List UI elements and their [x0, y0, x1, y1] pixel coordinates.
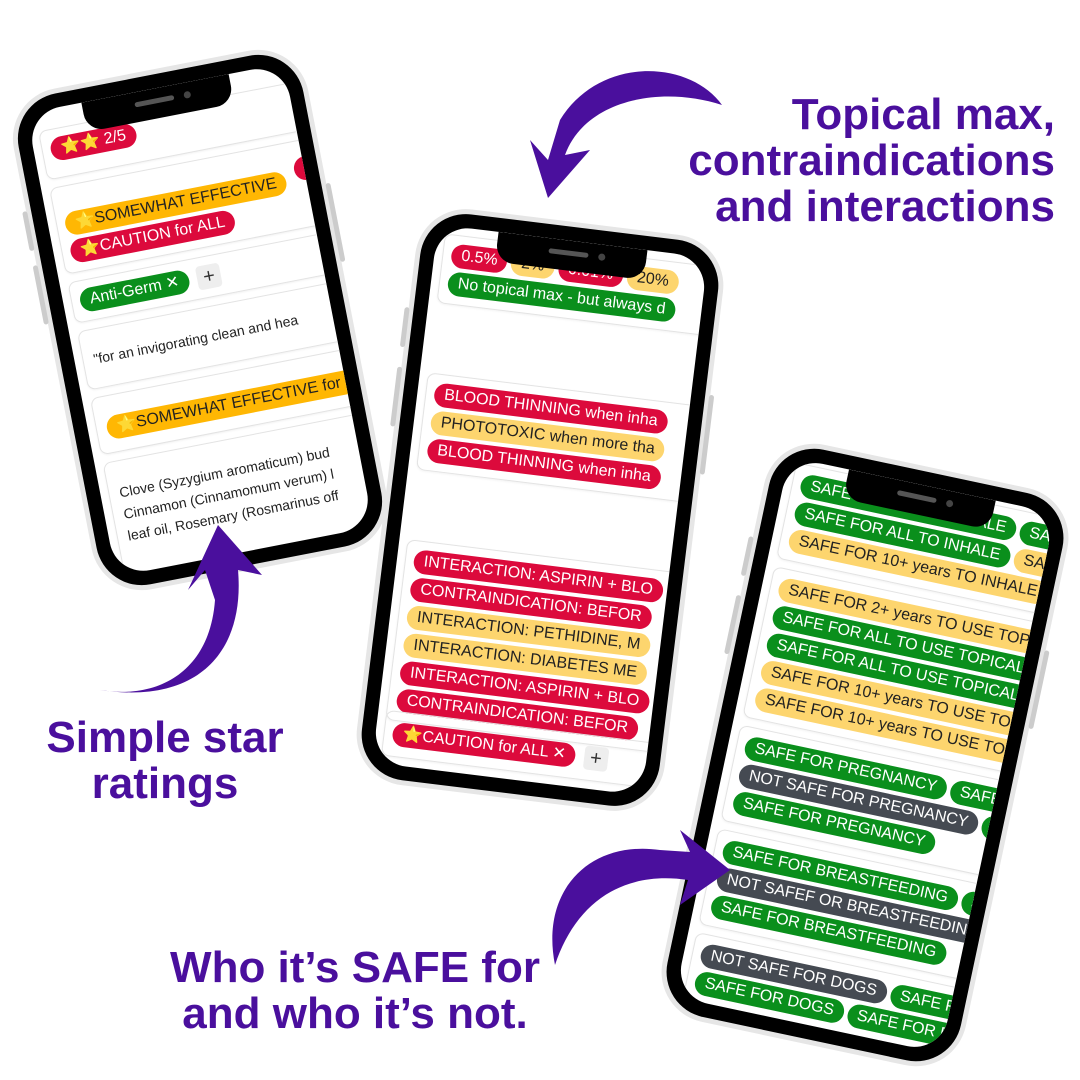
caption-line: Topical max,	[791, 90, 1055, 139]
caption-line: contraindications	[688, 136, 1055, 185]
caption-stars: Simple star ratings	[20, 715, 310, 807]
caption-line: ratings	[91, 759, 239, 808]
caption-line: and interactions	[715, 182, 1055, 231]
caption-topical: Topical max, contraindications and inter…	[688, 92, 1055, 230]
arrow-to-safe	[552, 830, 730, 965]
caption-safe: Who it’s SAFE for and who it’s not.	[150, 945, 560, 1037]
caption-line: and who it’s not.	[182, 989, 528, 1038]
arrow-to-stars	[100, 525, 262, 693]
arrow-to-topical	[530, 71, 722, 198]
caption-line: Who it’s SAFE for	[170, 943, 540, 992]
caption-line: Simple star	[46, 713, 284, 762]
